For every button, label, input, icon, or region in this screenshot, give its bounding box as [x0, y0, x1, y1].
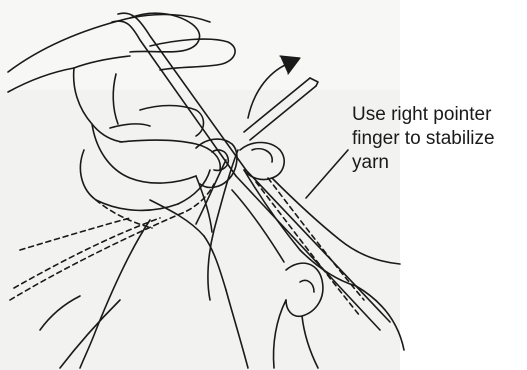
callout-line-3: yarn: [352, 151, 524, 175]
callout-text: Use right pointer finger to stabilize ya…: [352, 103, 524, 175]
callout-line-1: Use right pointer: [352, 103, 524, 127]
callout-line-2: finger to stabilize: [352, 127, 524, 151]
